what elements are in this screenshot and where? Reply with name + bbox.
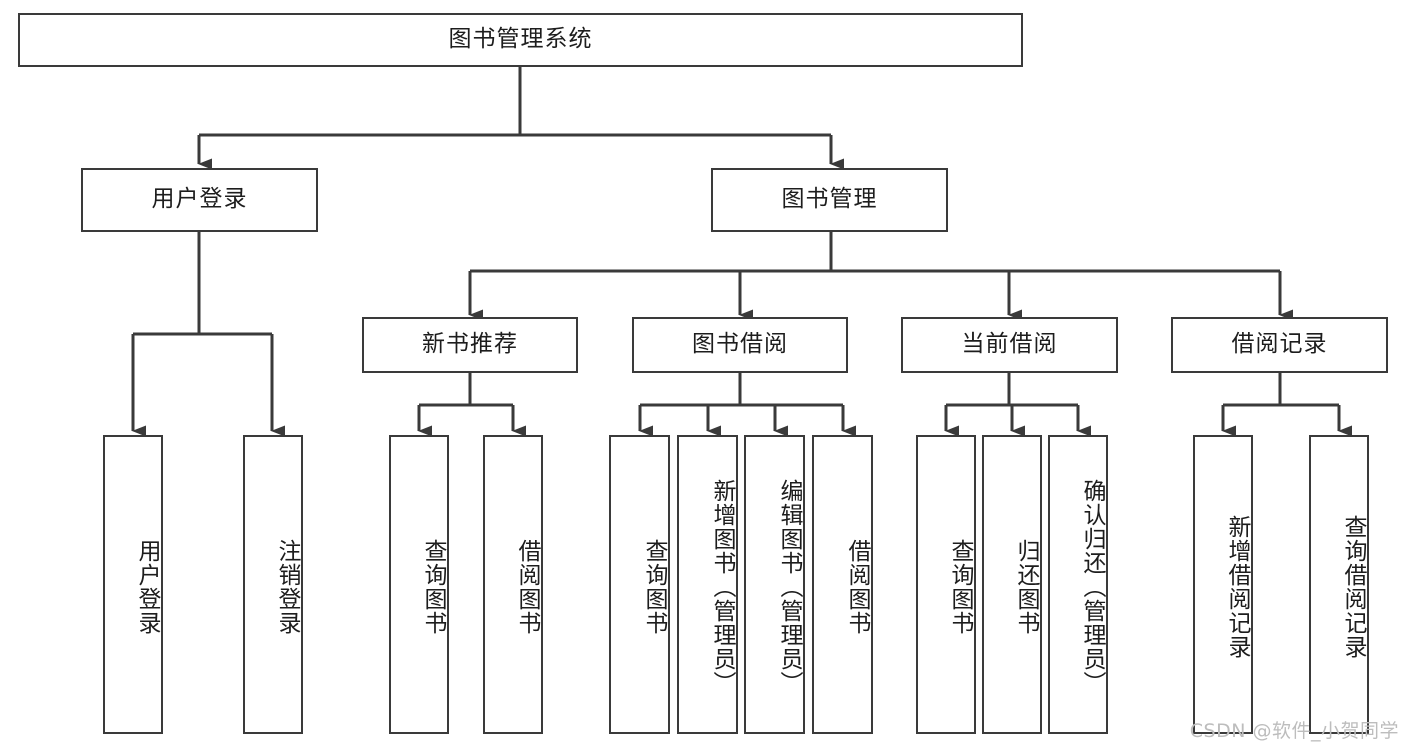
node-leaf-rec-borrow-label: 借阅图书 <box>514 538 540 635</box>
node-leaf-user-logout-label: 注销登录 <box>274 538 300 635</box>
node-user-login[interactable]: 用户登录 <box>81 168 318 232</box>
node-book-manage-label: 图书管理 <box>781 186 878 213</box>
node-leaf-borrow-add-label: 新增图书（管理员） <box>709 478 735 695</box>
node-leaf-borrow-query-label: 查询图书 <box>641 538 667 635</box>
node-borrow-record-label: 借阅记录 <box>1231 331 1328 358</box>
node-leaf-cur-query-label: 查询图书 <box>947 538 973 635</box>
node-leaf-user-login[interactable]: 用户登录 <box>103 435 163 734</box>
node-leaf-cur-confirm-label: 确认归还（管理员） <box>1079 478 1105 695</box>
node-leaf-rec-borrow[interactable]: 借阅图书 <box>483 435 543 734</box>
node-leaf-user-logout[interactable]: 注销登录 <box>243 435 303 734</box>
node-root-label: 图书管理系统 <box>448 26 593 53</box>
node-book-manage[interactable]: 图书管理 <box>711 168 948 232</box>
node-leaf-cur-return[interactable]: 归还图书 <box>982 435 1042 734</box>
node-leaf-rec-query[interactable]: 查询图书 <box>389 435 449 734</box>
node-new-book-rec-label: 新书推荐 <box>422 331 518 358</box>
node-leaf-borrow-edit-label: 编辑图书（管理员） <box>776 478 802 695</box>
node-leaf-borrow-lend-label: 借阅图书 <box>844 538 870 635</box>
node-leaf-rec-query-label: 查询图书 <box>420 538 446 635</box>
node-leaf-borrow-edit[interactable]: 编辑图书（管理员） <box>744 435 805 734</box>
node-borrow-record[interactable]: 借阅记录 <box>1171 317 1388 373</box>
node-leaf-borrow-add[interactable]: 新增图书（管理员） <box>677 435 738 734</box>
node-book-borrow-label: 图书借阅 <box>692 331 788 358</box>
node-leaf-cur-query[interactable]: 查询图书 <box>916 435 976 734</box>
node-leaf-rec-search[interactable]: 查询借阅记录 <box>1309 435 1369 734</box>
node-leaf-borrow-lend[interactable]: 借阅图书 <box>812 435 873 734</box>
node-current-borrow-label: 当前借阅 <box>961 331 1058 358</box>
node-book-borrow[interactable]: 图书借阅 <box>632 317 848 373</box>
node-new-book-rec[interactable]: 新书推荐 <box>362 317 578 373</box>
node-leaf-cur-return-label: 归还图书 <box>1013 538 1039 635</box>
node-root[interactable]: 图书管理系统 <box>18 13 1023 67</box>
node-user-login-label: 用户登录 <box>151 186 248 213</box>
watermark-text: CSDN @软件_小贺同学 <box>1189 720 1399 742</box>
node-leaf-user-login-label: 用户登录 <box>134 538 160 635</box>
node-leaf-rec-search-label: 查询借阅记录 <box>1340 514 1366 659</box>
node-leaf-rec-add-label: 新增借阅记录 <box>1224 514 1250 659</box>
node-leaf-cur-confirm[interactable]: 确认归还（管理员） <box>1048 435 1108 734</box>
node-current-borrow[interactable]: 当前借阅 <box>901 317 1118 373</box>
node-leaf-rec-add[interactable]: 新增借阅记录 <box>1193 435 1253 734</box>
node-leaf-borrow-query[interactable]: 查询图书 <box>609 435 670 734</box>
